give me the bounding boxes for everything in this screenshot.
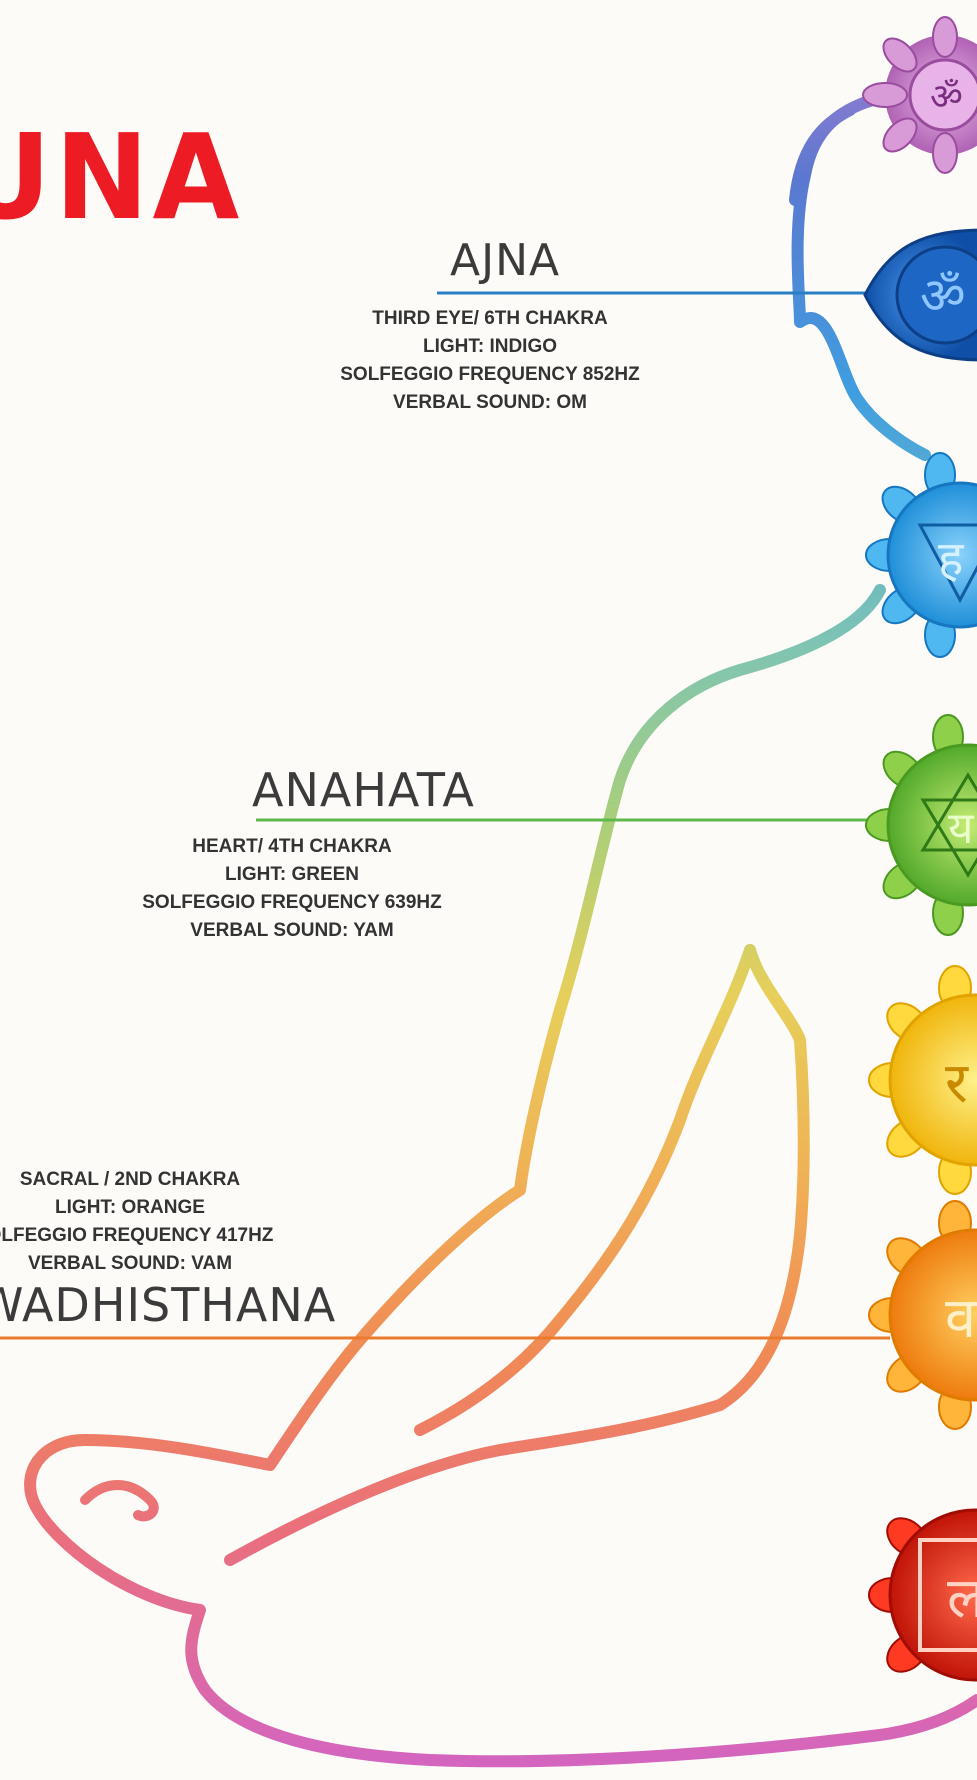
svg-text:ल: ल (947, 1566, 977, 1631)
third-eye-lotus-icon: ॐ (863, 228, 977, 362)
svg-text:व: व (945, 1286, 977, 1351)
brand-title: UNA (0, 108, 244, 246)
swadhisthana-info: SACRAL / 2ND CHAKRA LIGHT: ORANGE OLFEGG… (0, 1166, 290, 1278)
throat-lotus-icon: ह (865, 452, 977, 658)
ajna-info-line: VERBAL SOUND: OM (393, 392, 587, 413)
svg-text:य: य (948, 803, 975, 854)
svg-text:ह: ह (938, 531, 965, 587)
ajna-info-line: LIGHT: INDIGO (422, 336, 558, 357)
solar-plexus-lotus-icon: र (868, 965, 977, 1195)
sacral-lotus-icon: व (868, 1200, 977, 1430)
anahata-info-line: SOLFEGGIO FREQUENCY 639HZ (142, 892, 442, 913)
swadhisthana-info-line: VERBAL SOUND: VAM (27, 1253, 233, 1274)
ajna-info: THIRD EYE/ 6TH CHAKRA LIGHT: INDIGO SOLF… (330, 305, 650, 417)
anahata-info-line: VERBAL SOUND: YAM (190, 920, 394, 941)
meditating-figure-outline (24, 89, 977, 1768)
root-lotus-icon: ल (868, 1508, 977, 1682)
anahata-info: HEART/ 4TH CHAKRA LIGHT: GREEN SOLFEGGIO… (132, 833, 452, 945)
ajna-title: AJNA (450, 235, 561, 286)
anahata-info-line: LIGHT: GREEN (224, 864, 360, 885)
anahata-title: ANAHATA (252, 763, 475, 817)
ajna-info-line: THIRD EYE/ 6TH CHAKRA (372, 308, 608, 329)
heart-lotus-icon: य (865, 714, 977, 936)
ajna-info-line: SOLFEGGIO FREQUENCY 852HZ (340, 364, 640, 385)
swadhisthana-title: WADHISTHANA (0, 1278, 337, 1332)
anahata-info-line: HEART/ 4TH CHAKRA (192, 836, 392, 857)
svg-text:ॐ: ॐ (920, 267, 966, 325)
svg-text:र: र (945, 1051, 969, 1116)
crown-lotus-icon: ॐ (862, 16, 977, 174)
swadhisthana-info-line: SACRAL / 2ND CHAKRA (19, 1169, 241, 1190)
swadhisthana-info-line: OLFEGGIO FREQUENCY 417HZ (0, 1225, 274, 1246)
swadhisthana-info-line: LIGHT: ORANGE (55, 1197, 205, 1218)
svg-text:ॐ: ॐ (930, 77, 963, 118)
